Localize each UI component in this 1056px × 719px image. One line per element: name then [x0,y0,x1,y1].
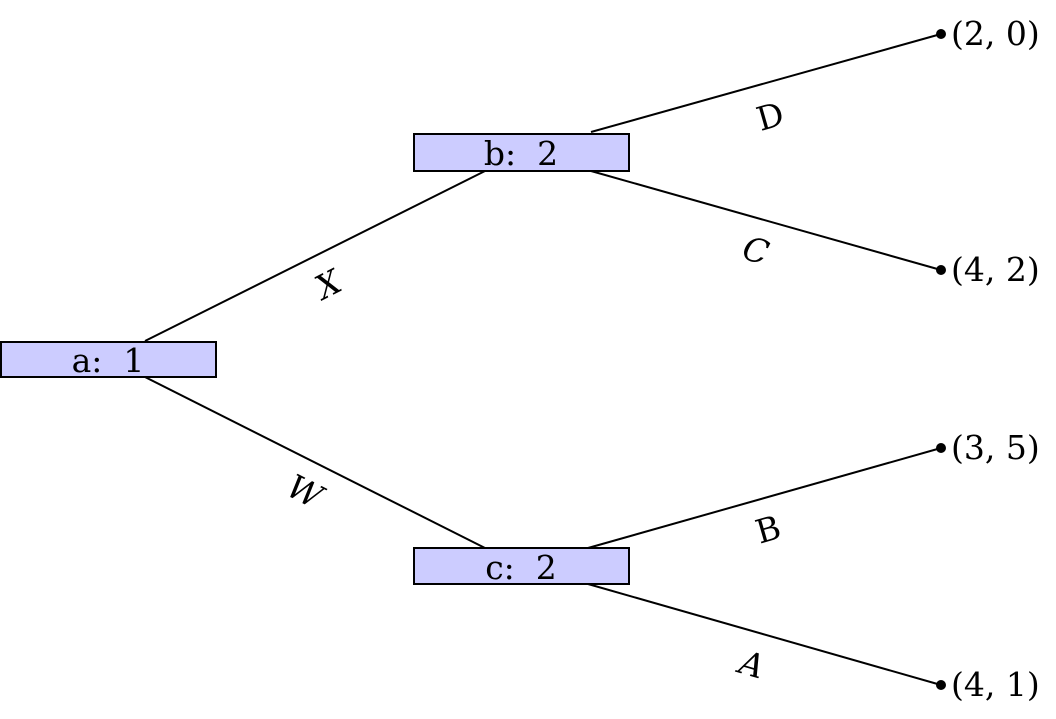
leaf-c: (4, 2) [936,250,1040,289]
edge-label-w: W [281,466,332,518]
node-c-box [413,547,630,585]
leaf-dot-c [936,265,946,275]
node-c-label: c: 2 [485,548,557,587]
node-b-box [413,133,630,172]
edge-b [587,447,942,549]
payoff-d: (2, 0) [951,14,1040,53]
edge-x [144,170,486,342]
payoff-b: (3, 5) [951,428,1040,467]
leaf-a: (4, 1) [936,665,1040,704]
node-a: a: 1 [0,341,217,380]
node-b-label: b: 2 [484,134,558,173]
node-b: b: 2 [413,133,630,173]
node-c: c: 2 [413,547,630,587]
edge-label-x: X [306,261,349,308]
edge-label-b: B [751,507,785,551]
leaf-dot-d [936,29,946,39]
edge-c [590,170,942,271]
edge-d [590,33,942,133]
node-a-box [0,341,217,378]
edge-w [144,376,486,549]
edge-label-a: A [732,642,769,687]
edge-label-c: C [738,228,773,272]
edge-a [587,583,942,686]
payoff-a: (4, 1) [951,665,1040,704]
payoff-c: (4, 2) [951,250,1040,289]
leaf-b: (3, 5) [936,428,1040,467]
leaf-d: (2, 0) [936,14,1040,53]
node-a-label: a: 1 [72,341,145,380]
edge-label-d: D [752,94,788,139]
leaf-dot-b [936,443,946,453]
leaf-dot-a [936,680,946,690]
